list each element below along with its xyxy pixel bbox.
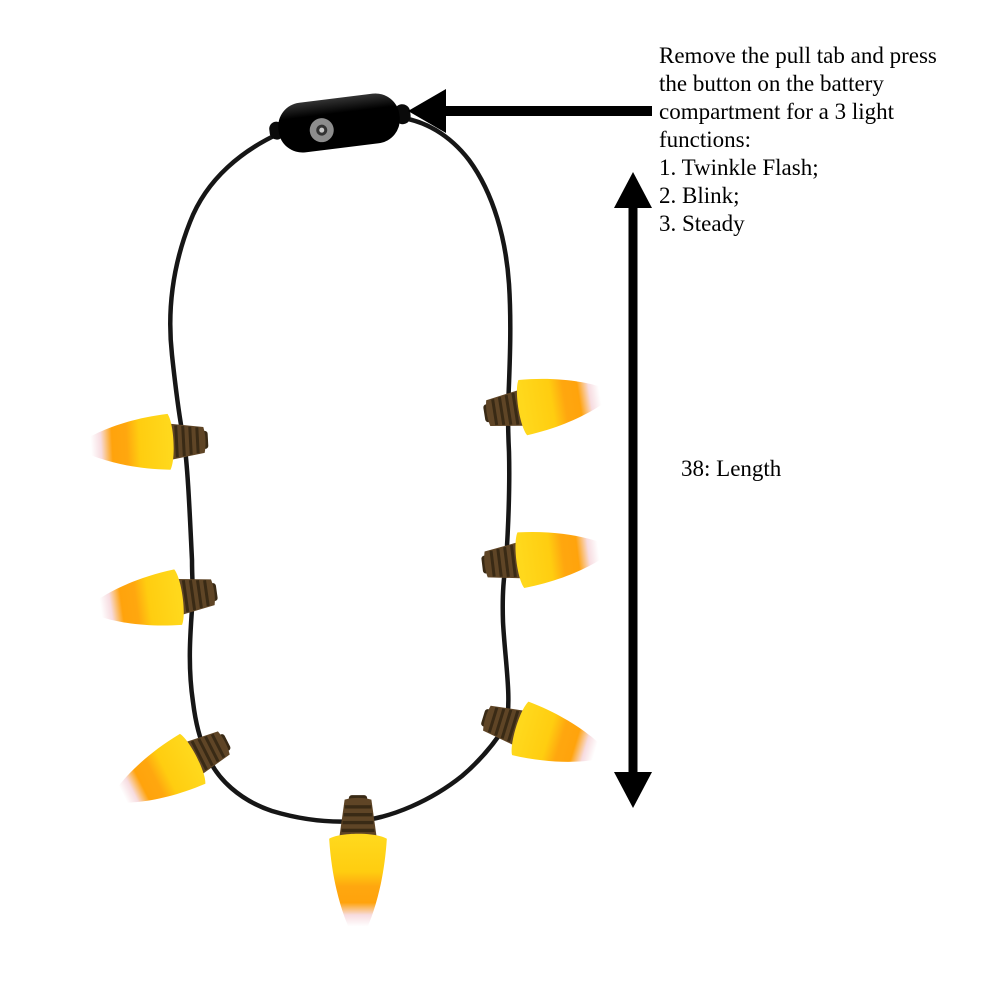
instruction-line: the button on the battery [659, 71, 884, 96]
instruction-line: functions: [659, 127, 751, 152]
instructions-text: Remove the pull tab and press the button… [659, 42, 989, 238]
candy-corn-bulb-right-upper [479, 365, 619, 442]
candy-corn-bulb-left-middle [83, 563, 221, 638]
candy-corn-bulb-left-upper [75, 411, 210, 475]
instruction-line: 2. Blink; [659, 183, 740, 208]
necklace-cord [168, 115, 513, 824]
instruction-line: 3. Steady [659, 211, 745, 236]
battery-compartment [269, 93, 411, 153]
length-label: 38: Length [681, 456, 782, 481]
instruction-line: compartment for a 3 light [659, 99, 895, 124]
candy-corn-bulb-left-lower [97, 716, 241, 826]
candy-corn-bulb-right-middle [478, 521, 616, 593]
power-button [309, 118, 334, 143]
battery-pointer-arrow-icon [408, 89, 652, 133]
length-double-arrow-icon [614, 172, 652, 808]
instruction-line: 1. Twinkle Flash; [659, 155, 819, 180]
instruction-line: Remove the pull tab and press [659, 43, 937, 68]
candy-corn-bulb-right-lower [474, 690, 617, 783]
